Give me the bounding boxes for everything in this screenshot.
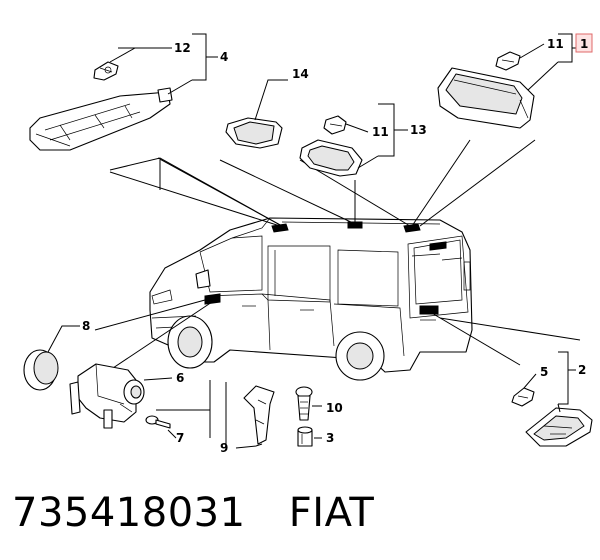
callout-14: 14 [292,67,309,81]
callout-2: 2 [578,363,586,377]
callout-2-5-brackets [523,351,576,413]
van-illustration [149,217,473,381]
parts-diagram: 12 4 14 11 13 11 1 [23,33,593,455]
ceiling-console-part [29,87,173,151]
bulb-11-top-part [495,51,521,71]
plate-lamp-2-part [525,407,593,447]
callout-4-12-brackets [109,33,218,95]
callout-6: 6 [176,371,184,385]
callout-10: 10 [326,401,343,415]
brand-name: FIAT [288,490,375,536]
callout-3: 3 [326,431,334,445]
callout-12: 12 [174,41,191,55]
callout-6-7-lines [143,377,211,439]
callout-8: 8 [82,319,90,333]
screw-7-part [145,415,171,429]
part-number: 735418031 [12,490,246,536]
bulb-11-mid-part [323,115,347,135]
bracket-9-part [243,385,275,445]
switch-6-part [69,363,145,429]
callout-1-highlight [575,33,593,53]
callout-4: 4 [220,50,228,64]
leader-8 [47,325,80,353]
callout-5: 5 [540,365,548,379]
leader-9 [235,443,263,449]
part-caption: 735418031 FIAT [12,490,374,550]
interior-lamp-1-part [437,67,535,129]
leader-14 [254,79,288,121]
lens-14-part [225,117,283,149]
nut-3-part [297,426,313,447]
callout-9: 9 [220,441,228,455]
bulb-5-part [511,387,535,407]
cap-8-part [23,349,59,391]
bolt-10-part [295,386,313,421]
bulb-12-part [93,61,119,81]
callout-11-top: 11 [547,37,564,51]
frame-lamp-13-part [299,139,363,177]
leader-lines [94,139,581,371]
callout-7: 7 [176,431,184,445]
callout-13-11-brackets [345,103,408,169]
callout-1: 1 [580,37,588,51]
callout-11-mid: 11 [372,125,389,139]
callout-1-11-brackets [519,33,578,91]
callout-13: 13 [410,123,427,137]
